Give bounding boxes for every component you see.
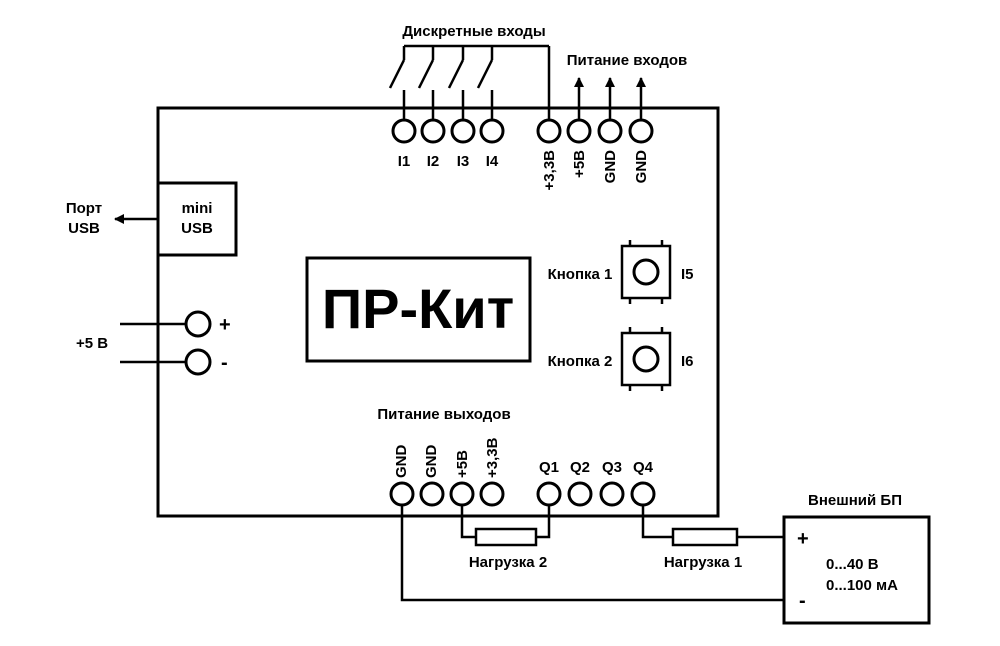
external-psu-current: 0...100 мА — [826, 577, 898, 594]
board-outline — [156, 106, 720, 518]
input-supply-label-gnd2: GND — [633, 150, 650, 184]
power-label: +5 В — [76, 335, 108, 352]
output-pin-q4 — [630, 481, 656, 507]
load1-label: Нагрузка 1 — [664, 554, 742, 571]
input-pin-i2 — [420, 118, 446, 144]
button-1-label: Кнопка 1 — [548, 266, 613, 283]
mini-usb-label-1: mini — [182, 200, 213, 217]
switch-icon — [417, 46, 435, 120]
output-supply-label-gnd2: GND — [423, 445, 440, 479]
button-2-icon — [620, 327, 672, 391]
input-supply-label-gnd1: GND — [602, 150, 619, 184]
output-label-q3: Q3 — [602, 459, 622, 476]
output-pin-q3 — [599, 481, 625, 507]
switch-icon — [388, 46, 406, 120]
power-plus-sign: + — [219, 314, 231, 336]
input-label-i2: I2 — [427, 153, 440, 170]
input-supply-label-5v: +5В — [571, 150, 588, 178]
load1-wire-left — [641, 505, 673, 539]
external-psu-voltage: 0...40 В — [826, 556, 879, 573]
input-pin-i1 — [391, 118, 417, 144]
external-psu-title: Внешний БП — [808, 492, 902, 509]
output-supply-pin-gnd1 — [389, 481, 415, 507]
output-pin-q2 — [567, 481, 593, 507]
usb-port-label-2: USB — [68, 220, 100, 237]
output-supply-label-5v: +5В — [454, 450, 471, 478]
input-supply-pin-gnd1 — [597, 118, 623, 144]
output-label-q1: Q1 — [539, 459, 559, 476]
load2-label: Нагрузка 2 — [469, 554, 547, 571]
output-supply-pin-3v3 — [479, 481, 505, 507]
load2-wire-left — [460, 505, 476, 539]
input-supply-pin-gnd2 — [628, 118, 654, 144]
button-2-label: Кнопка 2 — [548, 353, 613, 370]
input-supply-pin-3v3 — [536, 118, 562, 144]
load1-resistor-icon — [671, 527, 739, 547]
button-2-input-label: I6 — [681, 353, 694, 370]
switch-icon — [447, 46, 465, 120]
external-psu-plus: + — [797, 528, 809, 550]
external-psu-box — [782, 515, 931, 625]
mini-usb-label-2: USB — [181, 220, 213, 237]
button-1-icon — [620, 240, 672, 304]
inputs-supply-title: Питание входов — [567, 52, 688, 69]
output-label-q4: Q4 — [633, 459, 654, 476]
load2-resistor-icon — [474, 527, 538, 547]
inputs-group-title: Дискретные входы — [402, 23, 545, 40]
input-label-i3: I3 — [457, 153, 470, 170]
input-supply-label-3v3: +3,3В — [541, 150, 558, 191]
output-supply-pin-5v — [449, 481, 475, 507]
output-pin-q1 — [536, 481, 562, 507]
input-pin-i4 — [479, 118, 505, 144]
switch-icon — [476, 46, 494, 120]
mini-usb-connector — [156, 181, 238, 257]
power-minus-terminal — [184, 348, 212, 376]
input-label-i1: I1 — [398, 153, 411, 170]
input-label-i4: I4 — [486, 153, 499, 170]
title-box — [305, 256, 532, 363]
output-label-q2: Q2 — [570, 459, 590, 476]
button-1-input-label: I5 — [681, 266, 694, 283]
power-plus-terminal — [184, 310, 212, 338]
board-title: ПР-Кит — [322, 277, 514, 340]
output-supply-label-3v3: +3,3В — [484, 437, 501, 478]
power-minus-sign: - — [221, 352, 228, 374]
outputs-supply-title: Питание выходов — [377, 406, 510, 423]
input-pin-i3 — [450, 118, 476, 144]
usb-port-label-1: Порт — [66, 200, 102, 217]
input-supply-pin-5v — [566, 118, 592, 144]
gnd-return-wire — [400, 505, 784, 602]
output-supply-label-gnd1: GND — [393, 445, 410, 479]
load2-wire-right — [536, 505, 551, 539]
output-supply-pin-gnd2 — [419, 481, 445, 507]
external-psu-minus: - — [799, 590, 806, 612]
